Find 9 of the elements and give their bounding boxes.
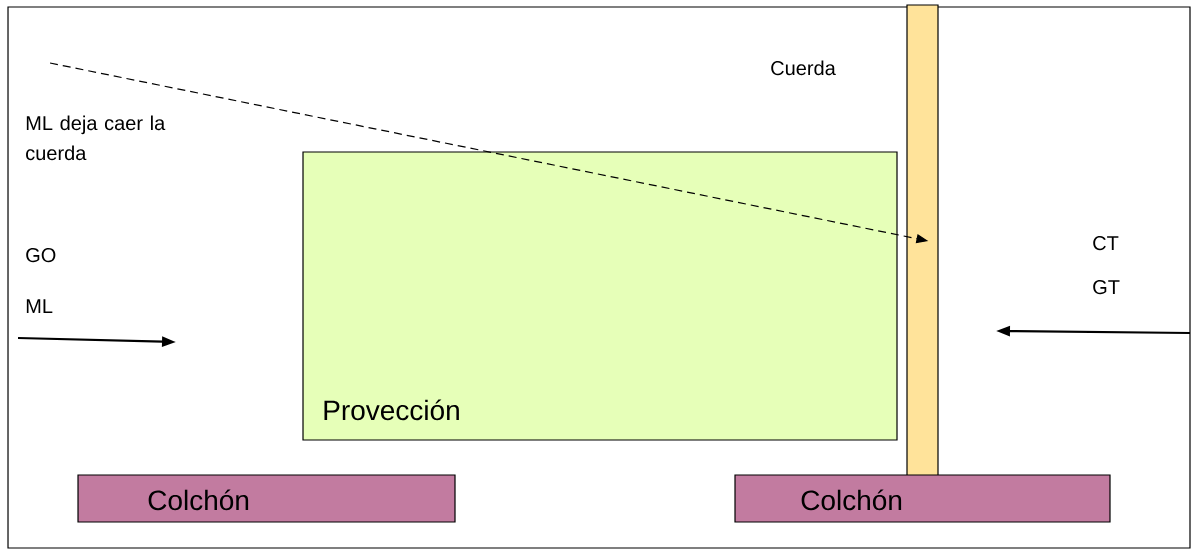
person-label: GT	[1093, 280, 1120, 295]
mattress-box: Colchón	[77, 474, 456, 523]
person-label: GO	[26, 248, 56, 263]
caption-text: ML deja caer la cuerda	[26, 115, 166, 161]
rope-label: Cuerda	[771, 60, 836, 76]
person-label: ML	[26, 299, 53, 313]
person-label: CT	[1093, 236, 1119, 251]
mattress-box: Colchón	[734, 474, 1111, 523]
projection-box: Provección	[302, 151, 898, 441]
